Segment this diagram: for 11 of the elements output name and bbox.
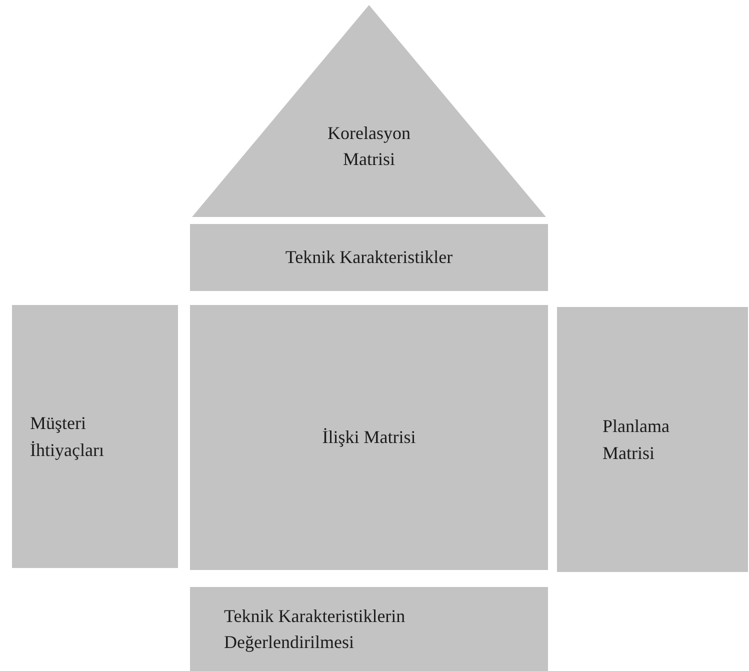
matrix-panel <box>190 305 548 570</box>
panel-label: İlişki Matrisi <box>322 426 416 450</box>
matrix-panel <box>190 224 548 291</box>
panel-label: Teknik Karakteristiklerin Değerlendirilmesi <box>224 604 406 654</box>
matrix-panel <box>12 305 178 568</box>
panel-label: Teknik Karakteristikler <box>285 246 453 270</box>
panel-label: Müşteri İhtiyaçları <box>30 412 105 462</box>
matrix-panel <box>190 587 548 671</box>
panel-label: Korelasyon Matrisi <box>326 122 412 171</box>
panel-label: Planlama Matrisi <box>602 415 670 464</box>
matrix-panel <box>557 307 748 572</box>
